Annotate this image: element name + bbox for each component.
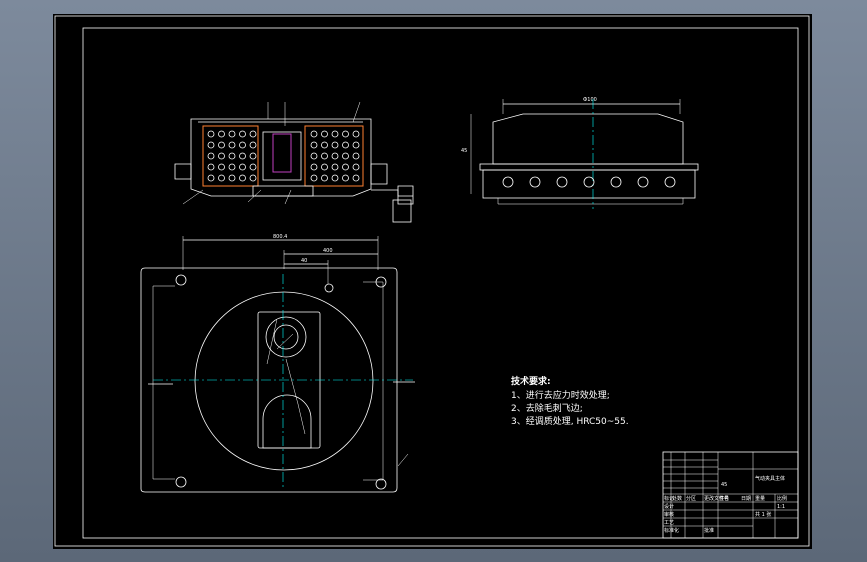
- bore-hole: [218, 141, 225, 149]
- bore-hole: [207, 174, 215, 182]
- dim-top-overall: Ф100: [583, 97, 597, 103]
- side-port-hole: [664, 176, 676, 188]
- dim-plan-inner: 400: [323, 248, 333, 254]
- tb-role-standard: 标准化: [664, 527, 679, 534]
- bore-hole: [310, 152, 318, 160]
- bore-hole: [321, 163, 328, 171]
- side-holes: [502, 176, 676, 188]
- bore-hole: [228, 152, 236, 160]
- bore-hole: [239, 163, 246, 171]
- bore-hole: [218, 130, 225, 138]
- tb-role-review: 审核: [664, 511, 674, 518]
- bore-hole: [207, 152, 215, 160]
- bore-hole: [352, 163, 360, 171]
- note-item-3: 3、经调质处理, HRC50~55.: [511, 415, 629, 427]
- note-item-1: 1、进行去应力时效处理;: [511, 389, 610, 401]
- bore-hole: [218, 152, 225, 160]
- tb-material: 45: [721, 482, 727, 488]
- bore-hole: [239, 152, 246, 160]
- bore-hole: [331, 174, 339, 182]
- tb-label-date: 日期: [741, 496, 751, 502]
- tb-sheet: 共 1 张: [755, 511, 771, 518]
- bore-hole: [239, 141, 246, 149]
- bore-hole: [207, 163, 215, 171]
- note-item-2: 2、去除毛刺飞边;: [511, 402, 583, 414]
- side-port-hole: [556, 176, 568, 188]
- bore-hole: [352, 130, 360, 138]
- bore-hole: [331, 130, 339, 138]
- bore-hole: [249, 141, 257, 149]
- bore-hole: [321, 152, 328, 160]
- outer-frame: [54, 15, 810, 547]
- bore-hole: [310, 163, 318, 171]
- technical-notes: 技术要求: 1、进行去应力时效处理; 2、去除毛刺飞边; 3、经调质处理, HR…: [511, 375, 629, 427]
- title-block: 标记 处数 分区 更改文件号 签名 日期 设计 审核 工艺 标准化 批准 重量 …: [662, 451, 799, 539]
- bore-hole: [218, 163, 225, 171]
- dim-side-height: 45: [461, 148, 467, 154]
- bore-hole: [352, 141, 360, 149]
- tb-scale-label: 比例: [777, 495, 787, 502]
- bore-hole: [352, 174, 360, 182]
- bore-hole: [342, 163, 349, 171]
- bore-hole: [239, 174, 246, 182]
- bore-hole: [342, 152, 349, 160]
- bore-hole: [342, 174, 349, 182]
- dim-plan-overall: 800.4: [273, 234, 287, 240]
- bore-hole: [310, 141, 318, 149]
- bore-hole: [249, 163, 257, 171]
- hatched-core-left: [202, 125, 259, 187]
- plan-view: 800.4 400 40: [140, 234, 415, 493]
- bore-hole: [228, 141, 236, 149]
- bore-hole: [321, 174, 328, 182]
- bore-hole: [207, 130, 215, 138]
- bore-hole: [218, 174, 225, 182]
- hatched-core-right: [304, 125, 364, 187]
- bore-hole: [342, 141, 349, 149]
- bore-hole: [331, 141, 339, 149]
- cad-drawing: Ф100 45 800.4 400 40: [54, 15, 810, 547]
- bore-hole: [228, 130, 236, 138]
- side-port-hole: [610, 176, 622, 188]
- bore-hole: [310, 174, 318, 182]
- tb-label-count: 处数: [672, 495, 682, 502]
- side-port-hole: [583, 176, 595, 188]
- bore-hole: [331, 163, 339, 171]
- bore-hole: [239, 130, 246, 138]
- bore-hole: [321, 141, 328, 149]
- tb-role-process: 工艺: [664, 520, 674, 526]
- bore-hole: [310, 130, 318, 138]
- inner-frame: [82, 27, 799, 539]
- drawing-sheet: Ф100 45 800.4 400 40: [53, 14, 812, 549]
- tb-scale-value: 1:1: [777, 504, 785, 510]
- side-port-hole: [529, 176, 541, 188]
- dim-plan-offset: 40: [301, 258, 307, 264]
- bore-hole: [249, 130, 257, 138]
- tb-role-approve: 批准: [704, 527, 714, 534]
- tb-label-marker: 标记: [664, 495, 674, 502]
- tb-label-change: 更改文件号: [704, 495, 729, 502]
- tb-weight-label: 重量: [755, 495, 765, 502]
- bore-hole: [207, 141, 215, 149]
- bore-hole: [249, 152, 257, 160]
- side-port-hole: [637, 176, 649, 188]
- tb-label-zone: 分区: [686, 495, 696, 502]
- bore-hole: [342, 130, 349, 138]
- bore-hole: [331, 152, 339, 160]
- section-view: [174, 101, 414, 223]
- tb-label-sign: 签名: [719, 495, 729, 502]
- bore-hole: [321, 130, 328, 138]
- bore-hole: [228, 174, 236, 182]
- side-port-hole: [502, 176, 514, 188]
- tb-role-design: 设计: [664, 503, 674, 510]
- side-view: Ф100 45: [461, 97, 699, 209]
- bore-hole: [352, 152, 360, 160]
- tb-drawing-name: 气动夹具主体: [755, 475, 785, 482]
- bore-hole: [228, 163, 236, 171]
- notes-title: 技术要求:: [511, 375, 551, 387]
- section-holes: [207, 130, 360, 182]
- bore-hole: [249, 174, 257, 182]
